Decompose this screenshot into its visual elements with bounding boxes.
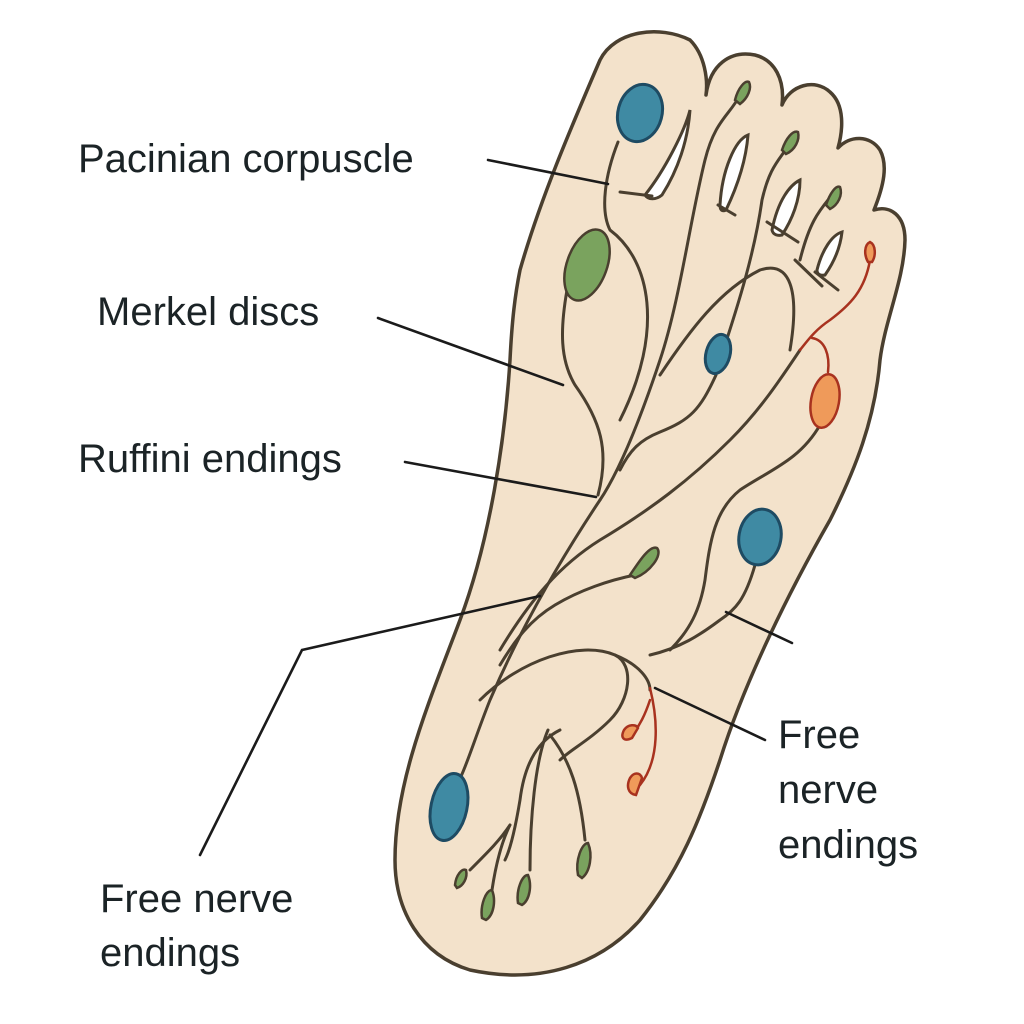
nerve-big-toe	[603, 140, 649, 422]
leader-free-left	[198, 594, 542, 857]
merkel-disc-mid	[628, 546, 660, 580]
nerve-second-toe	[598, 93, 742, 502]
nerve-lateral	[498, 348, 802, 652]
label-ruffini-endings: Ruffini endings	[78, 437, 342, 481]
merkel-disc-heel-1	[453, 868, 468, 890]
leader-ruffini	[403, 460, 598, 499]
toe-crease-5	[813, 270, 840, 292]
leader-free-right-upper	[724, 610, 794, 645]
red-nerve-toe-branch	[810, 336, 830, 374]
free-nerve-ending-toe	[864, 240, 876, 264]
nerve-main-trunk	[448, 498, 602, 792]
nerve-heel-loop	[478, 648, 630, 762]
nerve-third-toe	[718, 141, 792, 362]
leader-pacinian	[486, 158, 610, 186]
nerve-pacinian-mid	[618, 373, 718, 472]
merkel-disc-heel-3	[516, 873, 532, 907]
merkel-disc-toe-2	[733, 80, 752, 106]
free-nerve-ending-heel-1	[621, 724, 640, 741]
nerve-orange-branch	[668, 423, 822, 652]
nerve-heel-left	[468, 733, 587, 892]
red-nerve-toe	[798, 258, 872, 352]
toe-gap-3	[770, 177, 802, 237]
pacinian-corpuscle-midfoot	[703, 332, 733, 376]
toe-crease-3	[765, 220, 800, 244]
nerve-midfoot-arch	[658, 266, 796, 377]
merkel-disc-toe-3	[780, 130, 800, 156]
nerve-green-mid	[498, 573, 637, 667]
merkel-disc-toe-4	[824, 185, 843, 211]
label-free-nerve-endings-right: Free nerve endings	[778, 713, 919, 867]
toe-crease-4	[793, 258, 824, 288]
ruffini-ending-lateral	[809, 373, 841, 429]
pacinian-corpuscle-big-toe	[615, 82, 665, 144]
pacinian-corpuscle-lateral	[737, 507, 783, 567]
toe-gap-2	[718, 132, 750, 213]
leader-free-right-lower	[653, 686, 767, 742]
label-merkel-discs: Merkel discs	[97, 290, 320, 334]
leader-merkel	[376, 316, 565, 387]
label-free-nerve-endings-left: Free nerve endings	[100, 877, 294, 975]
nerve-blue-mid	[648, 563, 757, 657]
pacinian-corpuscle-heel	[428, 772, 470, 842]
nerve-merkel-main	[560, 288, 605, 497]
toe-crease-2	[716, 203, 737, 217]
merkel-disc-heel-4	[576, 841, 592, 880]
toe-gap-1	[643, 109, 692, 201]
free-nerve-ending-heel-2	[626, 772, 644, 797]
label-pacinian-corpuscle: Pacinian corpuscle	[78, 137, 414, 181]
merkel-disc-large	[563, 228, 611, 302]
merkel-disc-heel-2	[480, 888, 496, 922]
toe-crease-1	[618, 190, 654, 198]
nerve-heel-center-2	[528, 728, 550, 872]
